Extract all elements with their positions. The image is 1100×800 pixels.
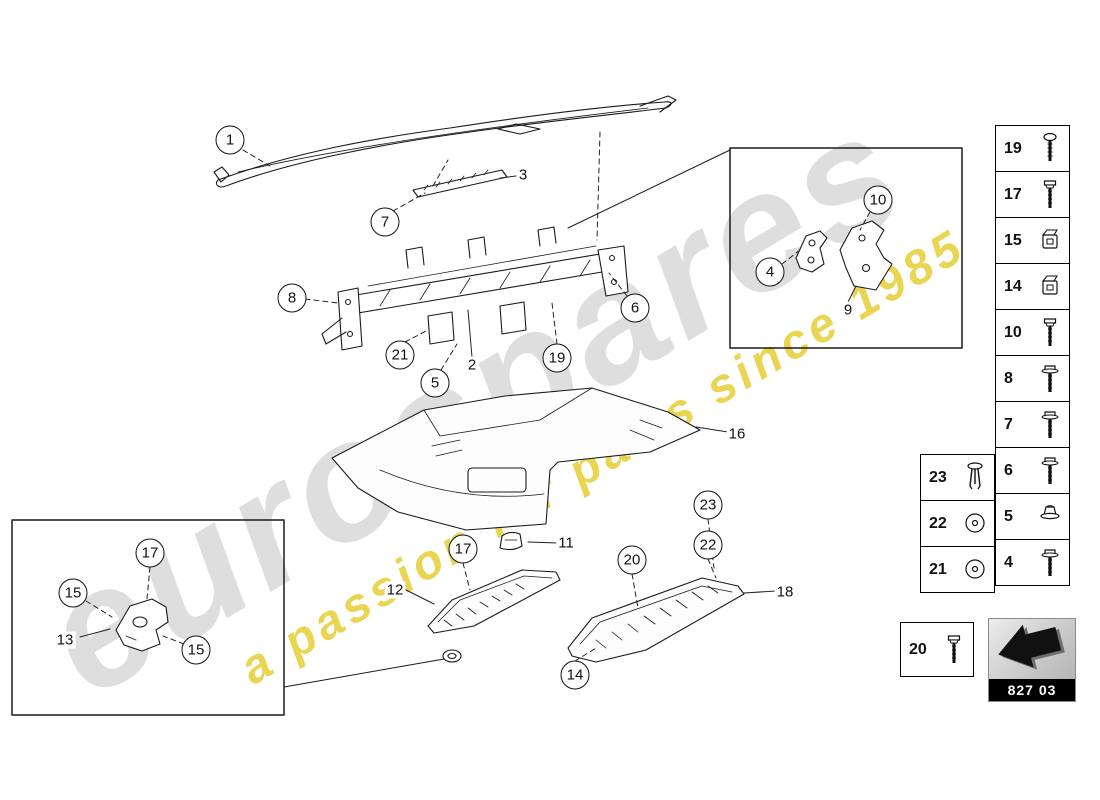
fastener-cell-7[interactable]: 7 bbox=[995, 401, 1070, 448]
screw-icon bbox=[1038, 175, 1062, 215]
callout-4-9[interactable]: 4 bbox=[755, 257, 785, 287]
fastener-cell-5[interactable]: 5 bbox=[995, 493, 1070, 540]
callout-18-19: 18 bbox=[774, 583, 796, 601]
callout-16-12: 16 bbox=[726, 425, 748, 443]
screw-icon bbox=[942, 630, 966, 670]
pin-icon bbox=[1038, 129, 1062, 169]
callout-21-4[interactable]: 21 bbox=[385, 340, 415, 370]
callout-3-2: 3 bbox=[516, 166, 530, 184]
callout-11-13: 11 bbox=[556, 534, 576, 552]
part-11-clip bbox=[499, 531, 523, 551]
fastener-number: 7 bbox=[1004, 415, 1013, 433]
fastener-legend-left: 23 22 21 bbox=[920, 454, 995, 593]
callout-17-23[interactable]: 17 bbox=[135, 538, 165, 568]
bolt-icon bbox=[1038, 543, 1062, 583]
fastener-number: 8 bbox=[1004, 369, 1013, 387]
fastener-number: 22 bbox=[929, 514, 947, 532]
bolt-icon bbox=[1038, 451, 1062, 491]
part-16-underbody-panel bbox=[331, 387, 701, 531]
bolt-icon bbox=[1038, 405, 1062, 445]
fastener-cell-15[interactable]: 15 bbox=[995, 217, 1070, 264]
callout-15-22[interactable]: 15 bbox=[58, 578, 88, 608]
callout-5-6[interactable]: 5 bbox=[420, 368, 450, 398]
bolt-icon bbox=[1038, 359, 1062, 399]
fastener-cell-6[interactable]: 6 bbox=[995, 447, 1070, 494]
clip-icon bbox=[1038, 267, 1062, 307]
clip-icon bbox=[1038, 221, 1062, 261]
fastener-number: 5 bbox=[1004, 507, 1013, 525]
fastener-cell-10[interactable]: 10 bbox=[995, 309, 1070, 356]
callout-8-3[interactable]: 8 bbox=[277, 283, 307, 313]
washer-icon bbox=[963, 504, 987, 544]
fastener-cell-22[interactable]: 22 bbox=[920, 500, 995, 547]
arrow-icon bbox=[998, 624, 1065, 670]
part-code-label: 827 03 bbox=[989, 679, 1075, 701]
part-1-spoiler bbox=[213, 95, 677, 188]
part-2-crossmember bbox=[321, 226, 629, 351]
fastener-number: 23 bbox=[929, 468, 947, 486]
callout-19-7[interactable]: 19 bbox=[542, 343, 572, 373]
fastener-cell-17[interactable]: 17 bbox=[995, 171, 1070, 218]
fastener-number: 20 bbox=[909, 640, 927, 658]
fastener-number: 19 bbox=[1004, 139, 1022, 157]
callout-22-15[interactable]: 22 bbox=[693, 530, 723, 560]
fastener-number: 15 bbox=[1004, 231, 1022, 249]
fastener-cell-4[interactable]: 4 bbox=[995, 539, 1070, 586]
callout-23-14[interactable]: 23 bbox=[693, 490, 723, 520]
callout-1-0[interactable]: 1 bbox=[215, 125, 245, 155]
fastener-cell-14[interactable]: 14 bbox=[995, 263, 1070, 310]
fastener-cell-23[interactable]: 23 bbox=[920, 454, 995, 501]
callout-2-5: 2 bbox=[465, 356, 479, 374]
callout-10-10[interactable]: 10 bbox=[863, 185, 893, 215]
fastener-number: 10 bbox=[1004, 323, 1022, 341]
fastener-cell-21[interactable]: 21 bbox=[920, 546, 995, 593]
callout-9-11: 9 bbox=[841, 301, 855, 319]
callout-12-17: 12 bbox=[384, 581, 406, 599]
fastener-number: 21 bbox=[929, 560, 947, 578]
fastener-cell-20[interactable]: 20 bbox=[900, 622, 974, 677]
detail-box-bracket13 bbox=[11, 519, 445, 716]
leader-lines bbox=[79, 131, 871, 662]
screw-icon bbox=[1038, 313, 1062, 353]
callout-6-8[interactable]: 6 bbox=[620, 293, 650, 323]
fastener-legend-extra: 20 bbox=[900, 622, 974, 677]
fastener-number: 4 bbox=[1004, 553, 1013, 571]
washer-icon bbox=[963, 550, 987, 590]
fastener-cell-8[interactable]: 8 bbox=[995, 355, 1070, 402]
fastener-number: 6 bbox=[1004, 461, 1013, 479]
callout-20-18[interactable]: 20 bbox=[617, 545, 647, 575]
callout-14-20[interactable]: 14 bbox=[560, 660, 590, 690]
fastener-cell-19[interactable]: 19 bbox=[995, 125, 1070, 172]
fastener-number: 17 bbox=[1004, 185, 1022, 203]
callout-17-16[interactable]: 17 bbox=[448, 534, 478, 564]
callout-15-24[interactable]: 15 bbox=[181, 635, 211, 665]
rivet-icon bbox=[963, 458, 987, 498]
detail-box-brackets bbox=[567, 147, 963, 349]
nut-icon bbox=[1038, 497, 1062, 537]
part-18-grille-panel bbox=[567, 577, 745, 663]
fastener-number: 14 bbox=[1004, 277, 1022, 295]
part-code-box: 827 03 bbox=[988, 618, 1076, 702]
callout-13-21: 13 bbox=[54, 631, 76, 649]
callout-7-1[interactable]: 7 bbox=[370, 207, 400, 237]
fastener-legend-right: 19 17 15 14 10 8 7 6 5 4 bbox=[995, 125, 1070, 586]
part-12-trim-panel bbox=[427, 569, 561, 663]
